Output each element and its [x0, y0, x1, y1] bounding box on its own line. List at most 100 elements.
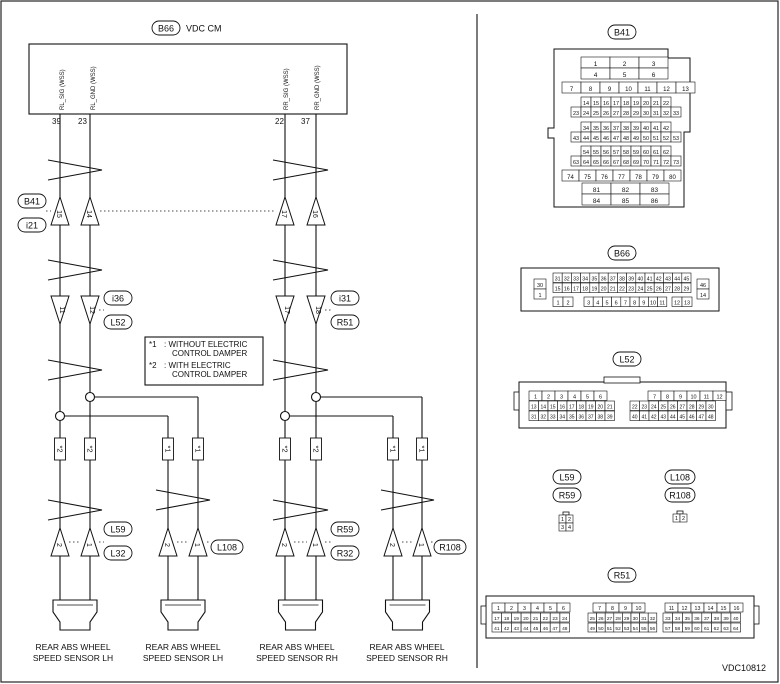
connector-view-r59-label: R59 [552, 487, 582, 503]
svg-text:34: 34 [559, 414, 565, 420]
svg-text:10: 10 [636, 606, 642, 612]
svg-text:56: 56 [650, 626, 656, 632]
svg-text:63: 63 [723, 626, 729, 632]
diagram-id: VDC10812 [722, 663, 766, 673]
svg-text:1: 1 [556, 300, 559, 306]
svg-text:66: 66 [603, 160, 609, 166]
svg-text:41: 41 [653, 126, 659, 132]
svg-text:18: 18 [504, 616, 510, 622]
cm-pin-23: 23 [78, 117, 87, 126]
twisted-pair-mark [272, 359, 329, 381]
svg-text:12: 12 [88, 306, 95, 314]
cm-signal-rl-sig: RL_SIG (WSS) [60, 69, 66, 110]
svg-text:71: 71 [653, 160, 659, 166]
sensor-2-line2: SPEED SENSOR LH [143, 653, 223, 663]
svg-text:10: 10 [690, 394, 696, 400]
svg-text:32: 32 [564, 276, 570, 282]
svg-text:52: 52 [615, 626, 621, 632]
svg-text:36: 36 [603, 126, 609, 132]
svg-text:30: 30 [633, 616, 639, 622]
svg-text:58: 58 [623, 150, 629, 156]
svg-text:2: 2 [566, 300, 569, 306]
svg-text:16: 16 [603, 101, 609, 107]
joint-b41-label: B41 [24, 197, 40, 207]
svg-text:65: 65 [593, 160, 599, 166]
svg-text:9: 9 [608, 87, 612, 93]
svg-text:29: 29 [624, 616, 630, 622]
branch-mark: *2 [310, 437, 322, 461]
svg-text:53: 53 [624, 626, 630, 632]
svg-text:58: 58 [675, 626, 681, 632]
svg-text:12: 12 [663, 87, 670, 93]
svg-text:55: 55 [593, 150, 599, 156]
svg-text:7: 7 [598, 606, 601, 612]
svg-text:10: 10 [650, 300, 656, 306]
svg-text:48: 48 [562, 626, 568, 632]
cm-name: VDC CM [186, 24, 222, 34]
legend-mark-1: *1 [149, 340, 157, 349]
branch-mark: *1 [387, 437, 399, 461]
svg-text:68: 68 [623, 160, 629, 166]
svg-text:*1: *1 [194, 445, 203, 452]
svg-text:86: 86 [651, 198, 659, 205]
svg-text:24: 24 [638, 286, 644, 292]
cm-signal-rl-gnd: RL_GND (WSS) [91, 66, 97, 110]
svg-text:28: 28 [674, 286, 680, 292]
svg-text:33: 33 [573, 276, 579, 282]
svg-text:34: 34 [582, 276, 588, 282]
svg-text:51: 51 [653, 136, 659, 142]
svg-text:4: 4 [568, 525, 571, 531]
svg-text:49: 49 [633, 136, 639, 142]
svg-text:75: 75 [584, 175, 591, 181]
svg-text:25: 25 [660, 404, 666, 410]
svg-text:21: 21 [653, 101, 659, 107]
pin-terminal: 16 [306, 195, 326, 226]
svg-text:37: 37 [610, 276, 616, 282]
svg-text:18: 18 [623, 101, 629, 107]
svg-text:80: 80 [669, 175, 676, 181]
connector-view-l108-label: L108 [664, 469, 696, 485]
svg-text:32: 32 [650, 616, 656, 622]
svg-text:14: 14 [708, 606, 714, 612]
svg-text:30: 30 [708, 404, 714, 410]
svg-text:42: 42 [663, 126, 669, 132]
svg-text:20: 20 [597, 404, 603, 410]
svg-text:23: 23 [552, 616, 558, 622]
svg-text:32: 32 [663, 111, 669, 117]
svg-text:R59: R59 [559, 491, 576, 501]
pin-terminal: 2 [158, 526, 178, 557]
branch-mark: *1 [162, 437, 174, 461]
svg-text:44: 44 [674, 276, 680, 282]
svg-text:43: 43 [660, 414, 666, 420]
svg-text:9: 9 [624, 606, 627, 612]
svg-text:41: 41 [641, 414, 647, 420]
svg-text:23: 23 [641, 404, 647, 410]
svg-text:13: 13 [682, 87, 689, 93]
twisted-pair-mark [272, 259, 329, 281]
sensor-1-line2: SPEED SENSOR LH [33, 653, 113, 663]
branch-mark: *2 [54, 437, 66, 461]
svg-text:57: 57 [613, 150, 619, 156]
svg-text:19: 19 [592, 286, 598, 292]
svg-text:15: 15 [721, 606, 727, 612]
svg-text:R51: R51 [614, 571, 631, 581]
svg-text:3: 3 [652, 61, 656, 68]
svg-text:27: 27 [665, 286, 671, 292]
svg-text:46: 46 [700, 283, 706, 289]
pin-terminal: 1 [412, 526, 432, 557]
svg-text:26: 26 [670, 404, 676, 410]
junction-dot [310, 391, 322, 403]
svg-text:25: 25 [590, 616, 596, 622]
svg-text:*1: *1 [389, 445, 398, 452]
svg-text:1: 1 [534, 394, 537, 400]
svg-text:60: 60 [694, 626, 700, 632]
svg-text:19: 19 [588, 404, 594, 410]
wheel-speed-sensor [277, 599, 324, 631]
svg-text:52: 52 [663, 136, 669, 142]
joint-i21-label: i21 [26, 221, 38, 231]
svg-text:*2: *2 [281, 445, 290, 452]
